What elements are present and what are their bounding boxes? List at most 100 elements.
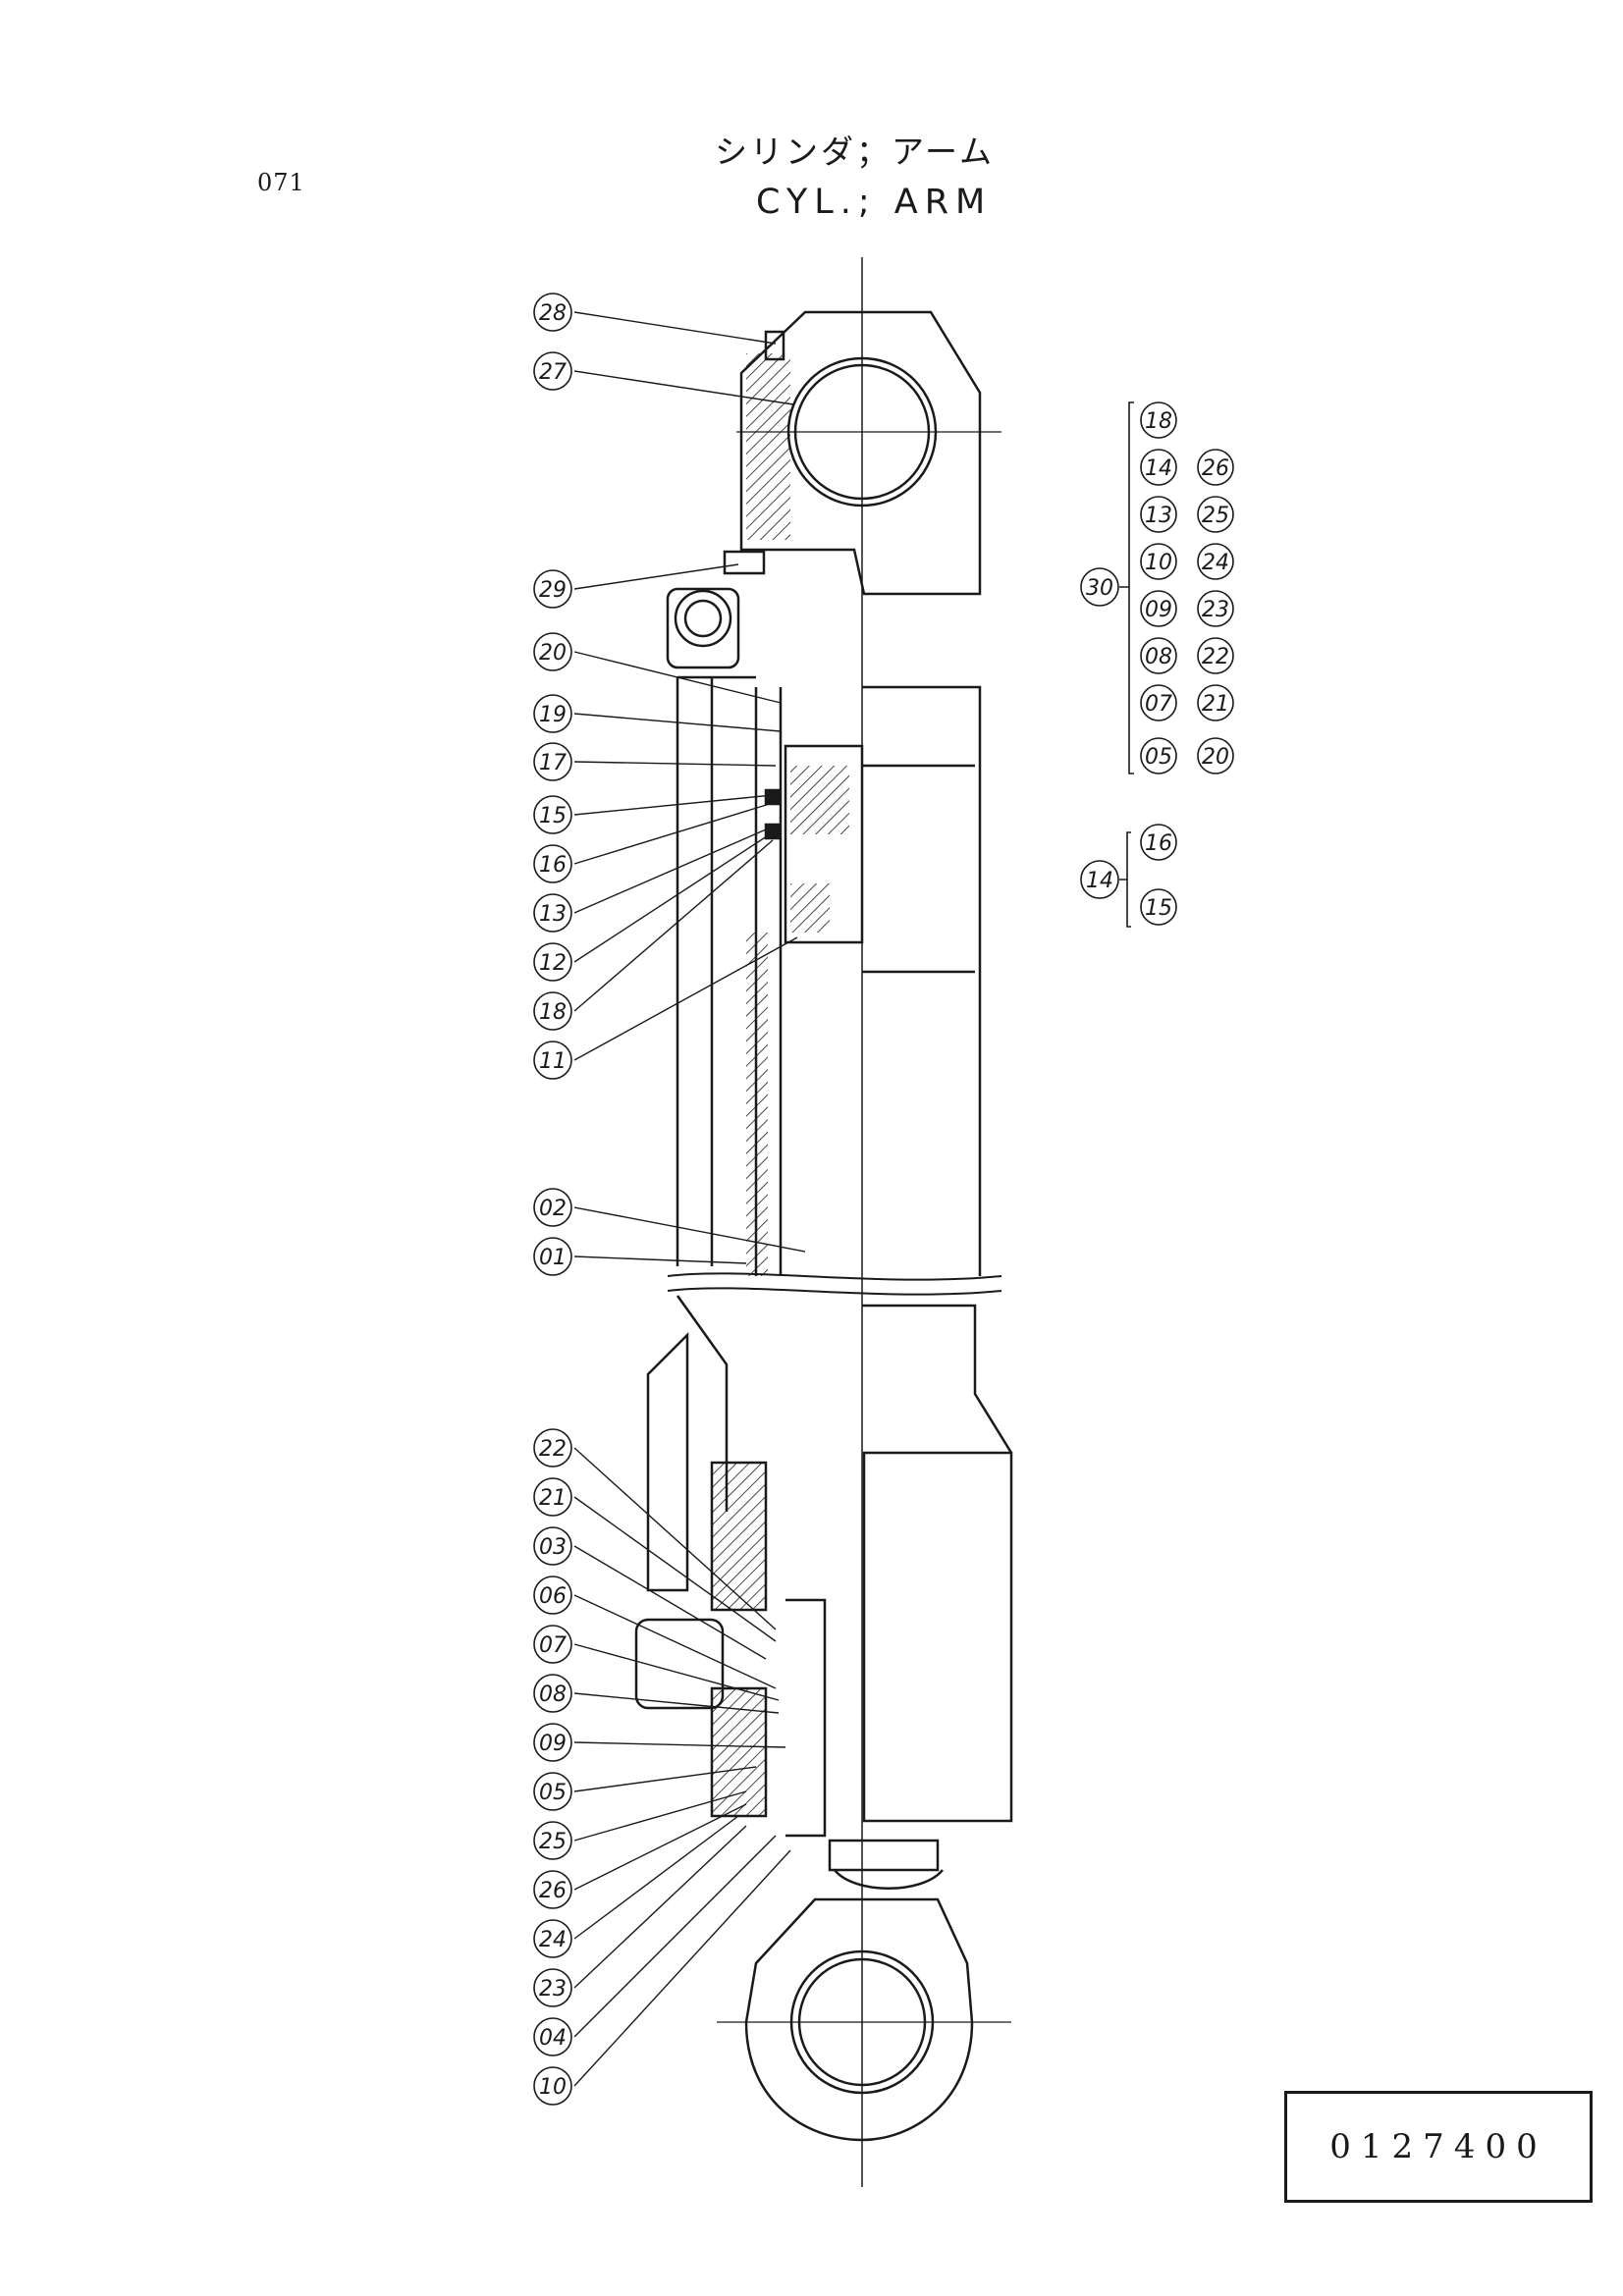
- kit-30-group: 30 05 07 08 09 10 13 14 18 20 21 22 23 2…: [1080, 401, 1234, 774]
- kit-row2-item-2: 22: [1202, 645, 1229, 669]
- callout-19-label: 19: [539, 703, 567, 727]
- leader-lines: [573, 311, 806, 2087]
- callout-20-label: 20: [539, 641, 567, 666]
- rod-upper: [862, 685, 982, 1276]
- kit-row2-item-3: 23: [1202, 598, 1229, 622]
- callout-25-label: 25: [539, 1830, 567, 1854]
- kit-row1-item-7: 18: [1145, 409, 1172, 434]
- callout-28: 28: [533, 293, 572, 332]
- callout-16: 16: [533, 844, 572, 883]
- callout-21: 21: [533, 1477, 572, 1517]
- callout-11-label: 11: [539, 1049, 567, 1074]
- callout-06-label: 06: [539, 1584, 567, 1609]
- callout-17-label: 17: [539, 751, 567, 775]
- callout-25: 25: [533, 1821, 572, 1860]
- kit-row1-item-3: 09: [1145, 598, 1172, 622]
- gland-block: [784, 744, 864, 944]
- callout-07: 07: [533, 1625, 572, 1664]
- callout-13: 13: [533, 893, 572, 933]
- callout-23-label: 23: [539, 1977, 567, 2002]
- callout-29: 29: [533, 569, 572, 609]
- kit-row1: 05 07 08 09 10 13 14 18: [1140, 401, 1177, 774]
- lower-hatch-1: [710, 1461, 768, 1612]
- title-english: CYL.; ARM: [756, 183, 993, 222]
- callout-10-label: 10: [539, 2075, 567, 2100]
- callout-09: 09: [533, 1723, 572, 1762]
- tube-wall-hatch: [746, 933, 768, 1276]
- catalog-number: 0127400: [1329, 2127, 1547, 2166]
- callout-22-label: 22: [539, 1437, 567, 1462]
- port-block-bottom: [634, 1618, 725, 1710]
- callout-05: 05: [533, 1772, 572, 1811]
- title-japanese: シリンダ；アーム: [715, 133, 996, 171]
- kit-row2-item-0: 20: [1202, 745, 1229, 770]
- callout-08-label: 08: [539, 1682, 567, 1707]
- callout-12-label: 12: [539, 951, 567, 976]
- callout-07-label: 07: [539, 1633, 567, 1658]
- left-callouts: 28 27 29 20 19 17 15 16 13 12 18 11 02 0…: [533, 293, 572, 2106]
- callout-02: 02: [533, 1188, 572, 1227]
- break-line: [667, 1272, 1002, 1281]
- callout-18-label: 18: [539, 1000, 567, 1025]
- outer-tube-lower: [646, 1331, 689, 1592]
- callout-01: 01: [533, 1237, 572, 1276]
- kit-30-label: 30: [1086, 576, 1113, 601]
- kit-row1-item-0: 05: [1145, 745, 1172, 770]
- page-number: 071: [257, 169, 305, 196]
- port-block-top: [666, 587, 740, 669]
- kit-row2-item-5: 25: [1202, 504, 1229, 528]
- subkit-row2-item-0: 15: [1145, 896, 1172, 921]
- bottom-eye: [744, 1897, 974, 2142]
- callout-19: 19: [533, 694, 572, 733]
- kit-row1-item-5: 13: [1145, 504, 1172, 528]
- catalog-number-box: 0127400: [1284, 2091, 1593, 2203]
- callout-21-label: 21: [539, 1486, 567, 1511]
- kit-row1-item-4: 10: [1145, 551, 1172, 575]
- callout-15-label: 15: [539, 804, 567, 828]
- callout-11: 11: [533, 1041, 572, 1080]
- callout-15: 15: [533, 795, 572, 834]
- callout-22: 22: [533, 1428, 572, 1468]
- subkit-14-label: 14: [1086, 869, 1113, 893]
- cylinder-outline: [634, 257, 1013, 2187]
- kit-row1-item-2: 08: [1145, 645, 1172, 669]
- callout-16-label: 16: [539, 853, 567, 878]
- grease-fitting-28: [764, 330, 785, 361]
- callout-13-label: 13: [539, 902, 567, 927]
- callout-02-label: 02: [539, 1197, 567, 1221]
- head-clevis: [739, 310, 982, 596]
- callout-05-label: 05: [539, 1781, 567, 1805]
- callout-17: 17: [533, 742, 572, 781]
- callout-09-label: 09: [539, 1732, 567, 1756]
- head-hatch: [746, 353, 790, 540]
- piston-block: [862, 1451, 1013, 1823]
- callout-24-label: 24: [539, 1928, 567, 1952]
- callout-06: 06: [533, 1575, 572, 1615]
- bushing-hatch: [790, 883, 830, 933]
- kit-row2: 20 21 22 23 24 25 26: [1197, 449, 1234, 774]
- callout-26-label: 26: [539, 1879, 567, 1903]
- callout-20: 20: [533, 632, 572, 671]
- gland-hatch: [790, 766, 849, 834]
- callout-03: 03: [533, 1526, 572, 1566]
- subkit-14-group: 14 16 15: [1080, 824, 1177, 928]
- kit-row2-item-6: 26: [1202, 456, 1229, 481]
- callout-24: 24: [533, 1919, 572, 1958]
- callout-08: 08: [533, 1674, 572, 1713]
- callout-18: 18: [533, 991, 572, 1031]
- outer-tube-upper: [676, 677, 783, 1276]
- callout-01-label: 01: [539, 1246, 567, 1270]
- kit-row2-item-1: 21: [1202, 692, 1229, 717]
- subkit-row1-item-0: 16: [1145, 831, 1172, 856]
- callout-27-label: 27: [539, 360, 567, 385]
- callout-26: 26: [533, 1870, 572, 1909]
- callout-27: 27: [533, 351, 572, 391]
- callout-12: 12: [533, 942, 572, 982]
- callout-04-label: 04: [539, 2026, 567, 2051]
- callout-03-label: 03: [539, 1535, 567, 1560]
- callout-28-label: 28: [539, 301, 567, 326]
- callout-29-label: 29: [539, 578, 567, 603]
- kit-row1-item-1: 07: [1145, 692, 1172, 717]
- callout-23: 23: [533, 1968, 572, 2007]
